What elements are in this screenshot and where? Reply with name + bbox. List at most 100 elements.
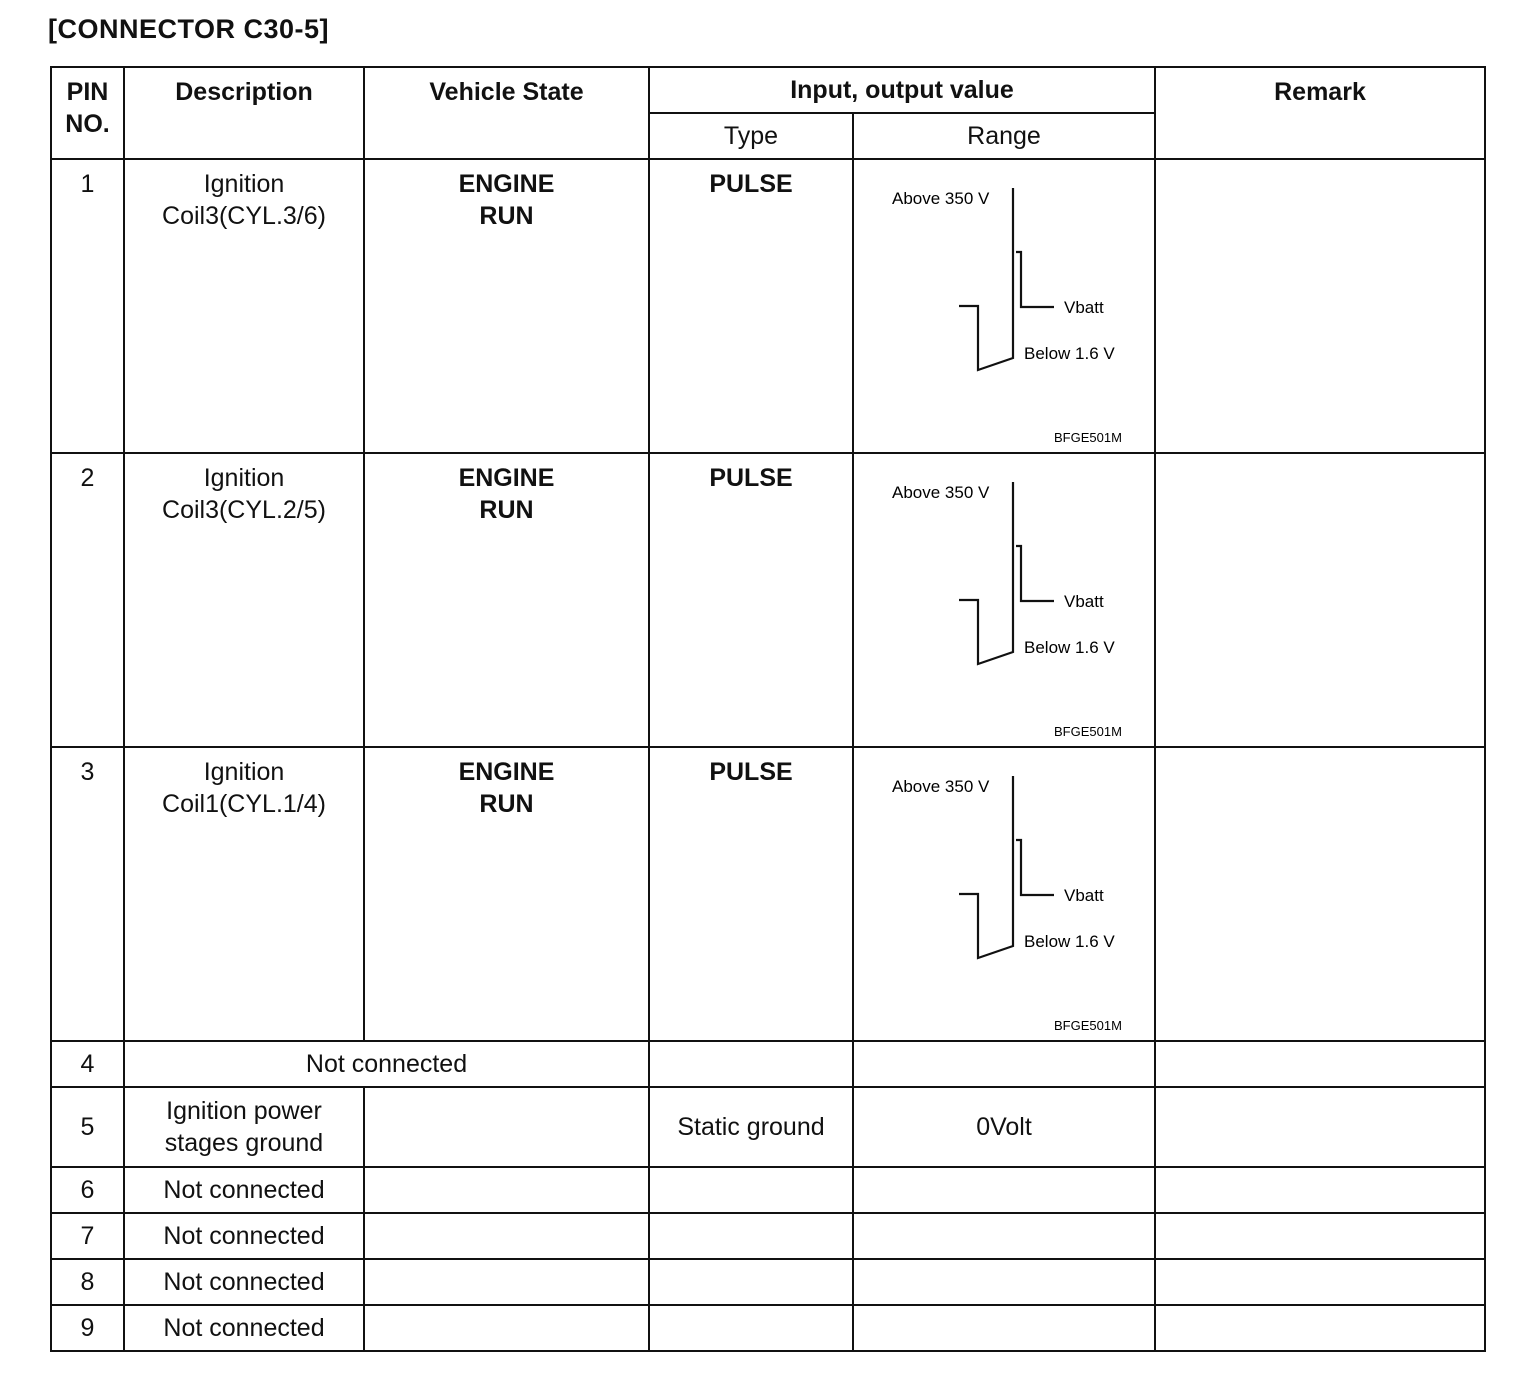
below-voltage-label: Below 1.6 V (1024, 932, 1115, 951)
vbatt-label: Vbatt (1064, 592, 1104, 611)
remark-cell (1154, 1304, 1486, 1352)
type-cell: Static ground (648, 1086, 854, 1168)
vehicle-state-line: ENGINE (458, 464, 555, 492)
description-line: Ignition (203, 170, 285, 198)
vehicle-state-cell (363, 1258, 650, 1306)
pulse-waveform-diagram: Above 350 V Vbatt Below 1.6 V BFGE501M (892, 776, 1122, 1033)
type-cell (648, 1212, 854, 1260)
vehicle-state-cell (363, 1212, 650, 1260)
type-cell: PULSE (648, 746, 854, 1042)
vehicle-state-line: RUN (479, 202, 534, 230)
vehicle-state-cell: ENGINE RUN (363, 452, 650, 748)
vbatt-label: Vbatt (1064, 298, 1104, 317)
type-cell (648, 1304, 854, 1352)
pin-number: 2 (50, 452, 125, 748)
table-row: 6 Not connected (50, 1166, 1486, 1214)
remark-cell (1154, 1086, 1486, 1168)
pin-number: 1 (50, 158, 125, 454)
header-range: Range (852, 112, 1156, 160)
waveform-trace (1016, 544, 1054, 603)
table-row: 1 Ignition Coil3(CYL.3/6) ENGINE RUN PUL… (50, 158, 1486, 454)
description-cell: Not connected (123, 1304, 365, 1352)
figure-code-label: BFGE501M (1054, 1018, 1122, 1033)
description-cell: Not connected (123, 1212, 365, 1260)
description-cell: Not connected (123, 1040, 650, 1088)
vehicle-state-cell: ENGINE RUN (363, 158, 650, 454)
remark-cell (1154, 746, 1486, 1042)
type-cell (648, 1166, 854, 1214)
table-row: 3 Ignition Coil1(CYL.1/4) ENGINE RUN PUL… (50, 746, 1486, 1042)
header-type: Type (648, 112, 854, 160)
vehicle-state-line: RUN (479, 496, 534, 524)
description-cell: Not connected (123, 1166, 365, 1214)
pin-number: 7 (50, 1212, 125, 1260)
table-row: 5 Ignition power stages ground Static gr… (50, 1086, 1486, 1168)
document-title: [CONNECTOR C30-5] (48, 14, 330, 44)
description-cell: Ignition Coil1(CYL.1/4) (123, 746, 365, 1042)
vehicle-state-cell (363, 1304, 650, 1352)
header-vehicle-state: Vehicle State (363, 66, 650, 160)
range-cell (852, 1304, 1156, 1352)
description-cell: Ignition Coil3(CYL.2/5) (123, 452, 365, 748)
table-row: 4 Not connected (50, 1040, 1486, 1088)
range-cell: Above 350 V Vbatt Below 1.6 V BFGE501M (852, 746, 1156, 1042)
remark-cell (1154, 452, 1486, 748)
vehicle-state-line: ENGINE (458, 170, 555, 198)
description-line: stages ground (164, 1129, 324, 1157)
vehicle-state-line: RUN (479, 790, 534, 818)
figure-code-label: BFGE501M (1054, 724, 1122, 739)
vehicle-state-line: ENGINE (458, 758, 555, 786)
table-row: 9 Not connected (50, 1304, 1486, 1352)
remark-cell (1154, 1166, 1486, 1214)
range-cell (852, 1212, 1156, 1260)
above-voltage-label: Above 350 V (892, 777, 990, 796)
header-pin-no: PIN NO. (50, 66, 125, 160)
range-cell: Above 350 V Vbatt Below 1.6 V BFGE501M (852, 158, 1156, 454)
header-remark: Remark (1154, 66, 1486, 160)
table-row: 7 Not connected (50, 1212, 1486, 1260)
remark-cell (1154, 158, 1486, 454)
connector-pin-table: PIN NO. Description Vehicle State Input,… (50, 66, 1486, 1352)
description-line: Ignition power (166, 1097, 322, 1125)
table-row: 8 Not connected (50, 1258, 1486, 1306)
range-cell (852, 1166, 1156, 1214)
waveform-trace (959, 188, 1015, 372)
above-voltage-label: Above 350 V (892, 189, 990, 208)
waveform-trace (959, 776, 1015, 960)
header-io-value: Input, output value (648, 66, 1156, 114)
figure-code-label: BFGE501M (1054, 430, 1122, 445)
type-cell (648, 1040, 854, 1088)
range-cell: 0Volt (852, 1086, 1156, 1168)
pin-number: 5 (50, 1086, 125, 1168)
waveform-trace (1016, 250, 1054, 309)
description-line: Ignition (203, 758, 285, 786)
vehicle-state-cell: ENGINE RUN (363, 746, 650, 1042)
type-cell: PULSE (648, 452, 854, 748)
description-line: Coil1(CYL.1/4) (162, 790, 326, 818)
remark-cell (1154, 1040, 1486, 1088)
table-row: 2 Ignition Coil3(CYL.2/5) ENGINE RUN PUL… (50, 452, 1486, 748)
description-line: Coil3(CYL.3/6) (162, 202, 326, 230)
below-voltage-label: Below 1.6 V (1024, 344, 1115, 363)
description-line: Ignition (203, 464, 285, 492)
pulse-waveform-diagram: Above 350 V Vbatt Below 1.6 V BFGE501M (892, 188, 1122, 445)
pin-number: 8 (50, 1258, 125, 1306)
range-cell (852, 1040, 1156, 1088)
description-cell: Ignition Coil3(CYL.3/6) (123, 158, 365, 454)
type-cell: PULSE (648, 158, 854, 454)
waveform-trace (959, 482, 1015, 666)
header-description: Description (123, 66, 365, 160)
above-voltage-label: Above 350 V (892, 483, 990, 502)
below-voltage-label: Below 1.6 V (1024, 638, 1115, 657)
range-cell (852, 1258, 1156, 1306)
description-cell: Not connected (123, 1258, 365, 1306)
pin-number: 6 (50, 1166, 125, 1214)
waveform-trace (1016, 838, 1054, 897)
remark-cell (1154, 1212, 1486, 1260)
type-cell (648, 1258, 854, 1306)
vehicle-state-cell (363, 1166, 650, 1214)
remark-cell (1154, 1258, 1486, 1306)
description-line: Coil3(CYL.2/5) (162, 496, 326, 524)
pin-number: 4 (50, 1040, 125, 1088)
pulse-waveform-diagram: Above 350 V Vbatt Below 1.6 V BFGE501M (892, 482, 1122, 739)
